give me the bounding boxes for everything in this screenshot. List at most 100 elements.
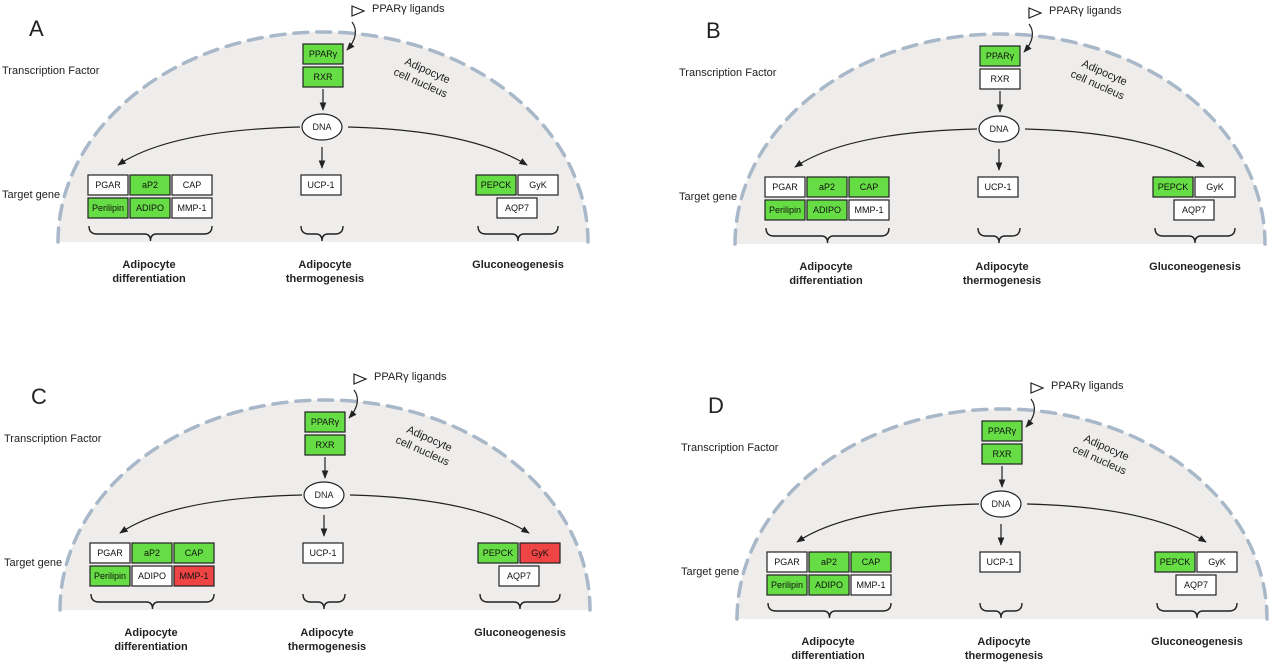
gene-box-rect <box>808 551 850 573</box>
gene-box-rect <box>1154 551 1196 573</box>
gene-box-aqp7: AQP7 <box>1173 199 1215 221</box>
gene-box-rect <box>808 574 850 596</box>
gene-box-aqp7: AQP7 <box>498 565 540 587</box>
gene-box-label: Perilipin <box>94 571 126 581</box>
gene-box-label: RXR <box>313 72 333 82</box>
ligand-icon <box>1030 382 1045 394</box>
gene-box-rect <box>89 565 131 587</box>
gene-box-rect <box>129 197 171 219</box>
gene-box-label: AQP7 <box>507 571 531 581</box>
gene-box-ppar-: PPARγ <box>981 420 1023 442</box>
gene-box-ap2: aP2 <box>129 174 171 196</box>
gene-box-ap2: aP2 <box>131 542 173 564</box>
ligand-arrow <box>346 21 357 51</box>
gene-box-rect <box>304 411 346 433</box>
gene-box-rect <box>131 565 173 587</box>
gene-box-label: ADIPO <box>136 203 164 213</box>
gene-box-aqp7: AQP7 <box>496 197 538 219</box>
gluconeogenesis-brace <box>1154 227 1236 244</box>
gene-box-ap2: aP2 <box>808 551 850 573</box>
gene-box-rect <box>766 574 808 596</box>
gene-box-label: PEPCK <box>483 548 514 558</box>
gene-box-rect <box>171 197 213 219</box>
thermogenesis-brace <box>300 225 344 242</box>
gene-box-label: Perilipin <box>771 580 803 590</box>
gene-box-aqp7: AQP7 <box>1175 574 1217 596</box>
gluconeogenesis-label: Gluconeogenesis <box>472 259 564 271</box>
gene-box-rect <box>977 176 1019 198</box>
gene-box-ppar-: PPARγ <box>979 45 1021 67</box>
gene-box-label: aP2 <box>821 557 837 567</box>
dna-to-differentiation-arrow <box>796 503 980 543</box>
gene-box-label: PEPCK <box>481 180 512 190</box>
gene-box-rect <box>981 420 1023 442</box>
gene-box-ppar-: PPARγ <box>304 411 346 433</box>
dna-to-differentiation-arrow <box>794 128 978 168</box>
ligand-arrow <box>348 389 359 419</box>
target-gene-label: Target gene <box>4 557 62 569</box>
thermogenesis-brace <box>977 227 1021 244</box>
gene-box-rect <box>302 542 344 564</box>
gene-box-label: PGAR <box>774 557 800 567</box>
gluconeogenesis-label: Gluconeogenesis <box>1149 261 1241 273</box>
gene-box-rect <box>89 542 131 564</box>
gene-box-rect <box>87 174 129 196</box>
gene-box-rect <box>764 176 806 198</box>
gene-box-label: PEPCK <box>1160 557 1191 567</box>
gene-box-label: UCP-1 <box>309 548 336 558</box>
gene-box-gyk: GyK <box>519 542 561 564</box>
gene-box-adipo: ADIPO <box>129 197 171 219</box>
gene-box-rect <box>979 45 1021 67</box>
dna-node <box>301 113 343 141</box>
gene-box-rect <box>979 68 1021 90</box>
gene-box-label: PPARγ <box>311 417 340 427</box>
gene-box-rect <box>806 199 848 221</box>
gene-box-rect <box>304 434 346 456</box>
gene-box-label: ADIPO <box>815 580 843 590</box>
gene-box-label: RXR <box>992 449 1012 459</box>
dna-node <box>978 115 1020 143</box>
gene-box-label: UCP-1 <box>986 557 1013 567</box>
gene-box-label: GyK <box>1208 557 1226 567</box>
dna-to-differentiation-arrow <box>117 126 301 166</box>
differentiation-brace <box>88 225 213 242</box>
gene-box-mmp-1: MMP-1 <box>850 574 892 596</box>
gene-box-label: UCP-1 <box>307 180 334 190</box>
nucleus-membrane <box>58 398 592 612</box>
gene-box-gyk: GyK <box>1196 551 1238 573</box>
gene-box-ucp-1: UCP-1 <box>977 176 1019 198</box>
gene-box-pepck: PEPCK <box>475 174 517 196</box>
gene-box-label: PGAR <box>95 180 121 190</box>
gene-box-label: Perilipin <box>92 203 124 213</box>
gene-box-pgar: PGAR <box>764 176 806 198</box>
thermogenesis-label-line1: Adipocyte <box>977 636 1030 648</box>
ligand-icon <box>1028 7 1043 19</box>
gene-box-label: PPARγ <box>986 51 1015 61</box>
gene-box-label: ADIPO <box>138 571 166 581</box>
gluconeogenesis-label: Gluconeogenesis <box>1151 636 1243 648</box>
gene-box-rect <box>1175 574 1217 596</box>
gene-box-cap: CAP <box>850 551 892 573</box>
ligand-label: PPARγ ligands <box>372 3 445 15</box>
thermogenesis-label-line2: thermogenesis <box>288 641 366 653</box>
ligand-icon <box>351 5 366 17</box>
gene-box-label: GyK <box>1206 182 1224 192</box>
differentiation-label-line1: Adipocyte <box>801 636 854 648</box>
gene-box-rect <box>475 174 517 196</box>
dna-to-differentiation-arrow <box>119 494 303 534</box>
target-gene-label: Target gene <box>681 566 739 578</box>
gene-box-label: ADIPO <box>813 205 841 215</box>
gluconeogenesis-label: Gluconeogenesis <box>474 627 566 639</box>
gene-box-rect <box>302 66 344 88</box>
gene-box-rect <box>850 551 892 573</box>
gene-box-mmp-1: MMP-1 <box>171 197 213 219</box>
thermogenesis-label-line1: Adipocyte <box>300 627 353 639</box>
gene-box-rect <box>850 574 892 596</box>
gene-box-rect <box>848 176 890 198</box>
gluconeogenesis-brace <box>477 225 559 242</box>
gene-box-rect <box>129 174 171 196</box>
ligand-arrow <box>1025 398 1036 428</box>
ligand-label: PPARγ ligands <box>1051 380 1124 392</box>
differentiation-label-line1: Adipocyte <box>799 261 852 273</box>
